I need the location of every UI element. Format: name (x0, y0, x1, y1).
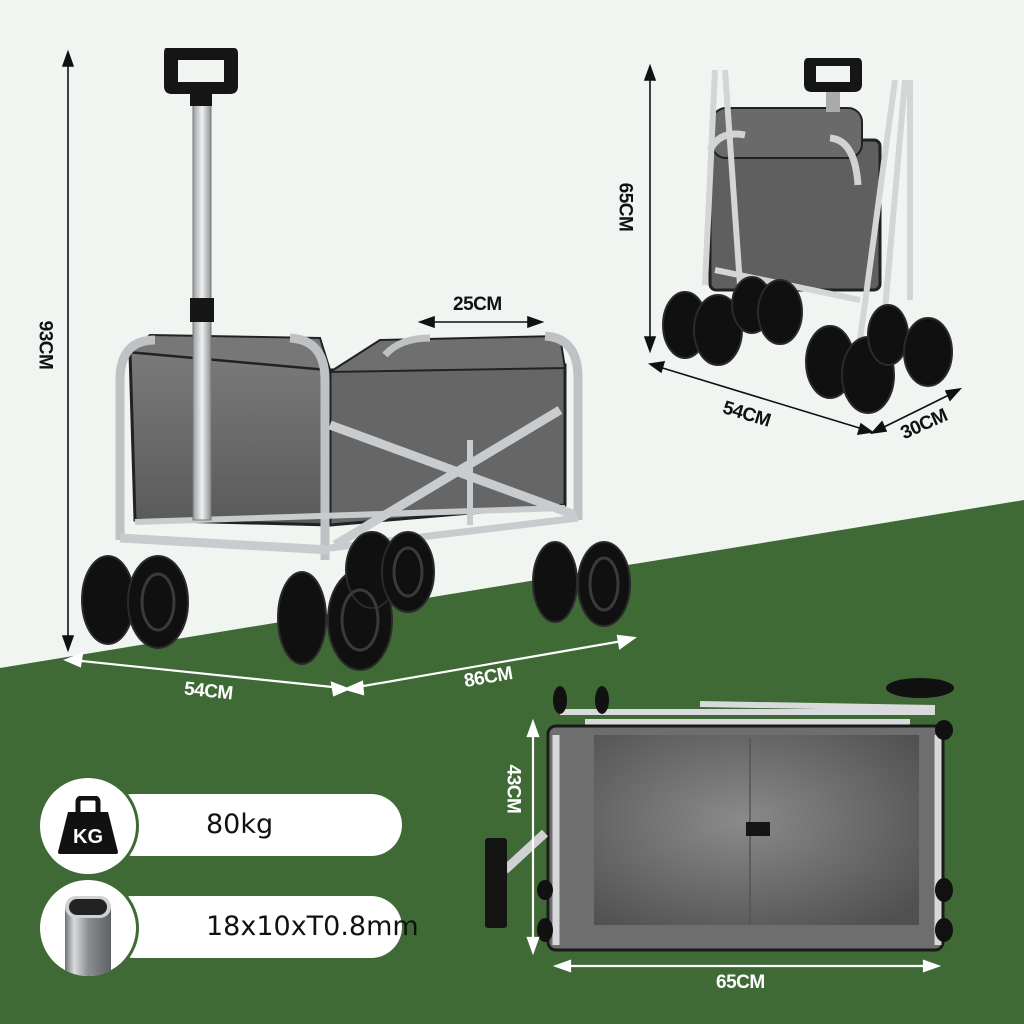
top-inner-length-label: 65CM (716, 972, 765, 993)
weight-kg-icon: KG (40, 778, 136, 874)
main-side-pocket-label: 25CM (453, 294, 502, 315)
load-capacity-value: 80kg (206, 809, 274, 840)
tube-profile-value: 18x10xT0.8mm (206, 911, 419, 942)
spec-row-load-capacity: 80kg KG (40, 778, 405, 874)
spec-pill: 18x10xT0.8mm (102, 896, 419, 958)
spec-pill: 80kg (102, 794, 402, 856)
top-inner-width-label: 43CM (502, 764, 524, 814)
tube-profile-icon (40, 880, 136, 976)
main-height-label: 93CM (34, 320, 56, 370)
svg-text:KG: KG (73, 826, 103, 848)
folded-height-label: 65CM (614, 182, 636, 232)
spec-row-tube-profile: 18x10xT0.8mm (40, 880, 419, 976)
